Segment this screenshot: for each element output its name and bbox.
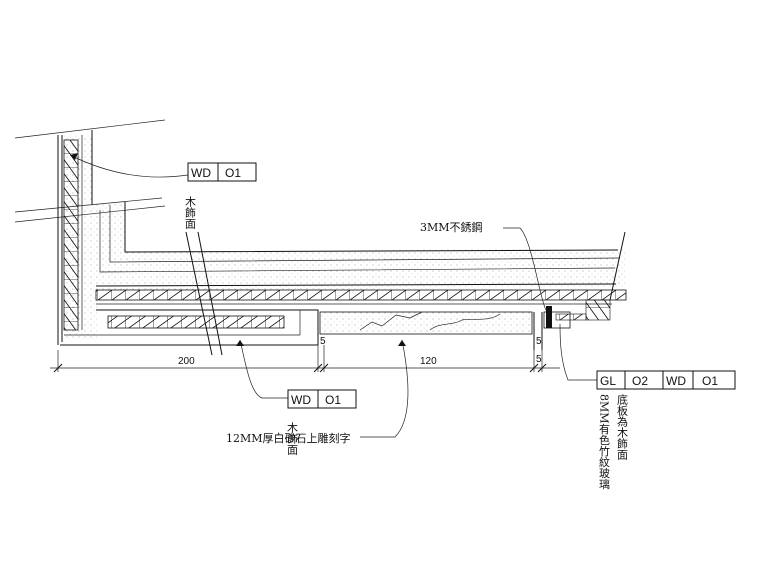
dimension-lines: 200 120 5 5 5 xyxy=(50,336,560,373)
dim-5-left: 5 xyxy=(320,336,326,347)
tag-wd01-bottom: WD O1 木飾面 xyxy=(286,389,357,455)
tag-gl02-wd01: GL O2 WD O1 8MM有色竹紋玻璃 底板為木飾面 xyxy=(596,370,736,490)
note-steel-text: 3MM不銹鋼 xyxy=(420,220,483,234)
tag-code: WD xyxy=(191,166,211,180)
tag-num: O1 xyxy=(325,393,341,407)
dim-5-right: 5 xyxy=(536,354,542,365)
tag-wd-num: O1 xyxy=(702,374,718,388)
tag-label: 木飾面 xyxy=(184,196,197,229)
note-glass-col1: 8MM有色竹紋玻璃 xyxy=(598,394,611,490)
tag-wd-code: WD xyxy=(666,374,686,388)
dim-120: 120 xyxy=(420,356,437,367)
tag-code: WD xyxy=(291,393,311,407)
wood-panel-vertical xyxy=(57,135,83,345)
note-steel: 3MM不銹鋼 xyxy=(420,220,483,234)
plaster-wall xyxy=(64,130,625,340)
tag-wd01-top: WD O1 木飾面 xyxy=(184,162,257,229)
tag-label: 木飾面 xyxy=(286,422,299,455)
note-glass-col2: 底板為木飾面 xyxy=(616,393,629,460)
leader-lines xyxy=(69,153,597,438)
tag-gl-code: GL xyxy=(600,374,616,388)
stone-panel xyxy=(319,311,533,335)
tag-num: O1 xyxy=(225,166,241,180)
note-stone: 12MM厚白砂石上雕刻字 xyxy=(226,431,351,445)
dim-5-mid: 5 xyxy=(536,336,542,347)
tag-gl-num: O2 xyxy=(632,374,648,388)
glass-detail xyxy=(533,231,626,350)
section-cut xyxy=(185,231,223,356)
wood-layers-horizontal xyxy=(60,283,627,346)
dim-200: 200 xyxy=(178,356,195,367)
note-stone-text: 12MM厚白砂石上雕刻字 xyxy=(226,431,351,445)
